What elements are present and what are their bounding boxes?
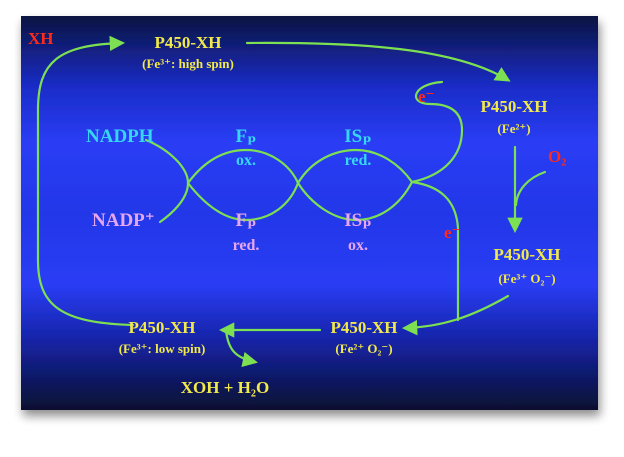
state-right2-detail: (Fe³⁺ O₂⁻) (498, 271, 555, 286)
state-top-name: P450-XH (154, 33, 221, 52)
state-bottom-left-name: P450-XH (128, 318, 195, 337)
fp-ox-name: Fₚ (235, 126, 256, 147)
state-right2-name: P450-XH (493, 245, 560, 264)
state-right1-name: P450-XH (480, 97, 547, 116)
substrate-label: XH (28, 29, 54, 48)
arrow-top-to-fe2 (245, 41, 511, 82)
isp-ox-state: ox. (348, 237, 368, 254)
electron-lower-label: e⁻ (444, 223, 461, 242)
electron-upper-label: e⁻ (418, 87, 435, 106)
isp-ox-name: ISₚ (344, 210, 371, 231)
nadph-label: NADPH (86, 126, 154, 147)
nadp-label: NADP⁺ (92, 210, 155, 231)
arrow-electron-upper (410, 80, 464, 184)
arrow-product-out (224, 328, 259, 367)
product-label: XOH + H₂O (181, 378, 269, 397)
state-bottom-mid-name: P450-XH (330, 318, 397, 337)
curve-isp-loop (296, 148, 414, 222)
arrow-oxygen-join (514, 170, 547, 207)
fp-ox-state: ox. (236, 152, 256, 169)
state-right1-detail: (Fe²⁺) (497, 121, 530, 136)
diagram-panel (21, 16, 598, 410)
arrow-electron-lower (410, 180, 460, 322)
isp-red-state: red. (345, 152, 372, 169)
state-bottom-mid-detail: (Fe²⁺ O₂⁻) (335, 341, 392, 356)
state-bottom-left-detail: (Fe³⁺: low spin) (119, 341, 206, 356)
arrow-substrate-entry (36, 35, 135, 327)
isp-red-name: ISₚ (344, 126, 371, 147)
fp-red-name: Fₚ (235, 210, 256, 231)
oxygen-label: O₂ (548, 147, 566, 166)
arrow-o2-complex-to-bottom (401, 294, 510, 336)
fp-red-state: red. (233, 237, 260, 254)
state-top-detail: (Fe³⁺: high spin) (142, 56, 234, 71)
